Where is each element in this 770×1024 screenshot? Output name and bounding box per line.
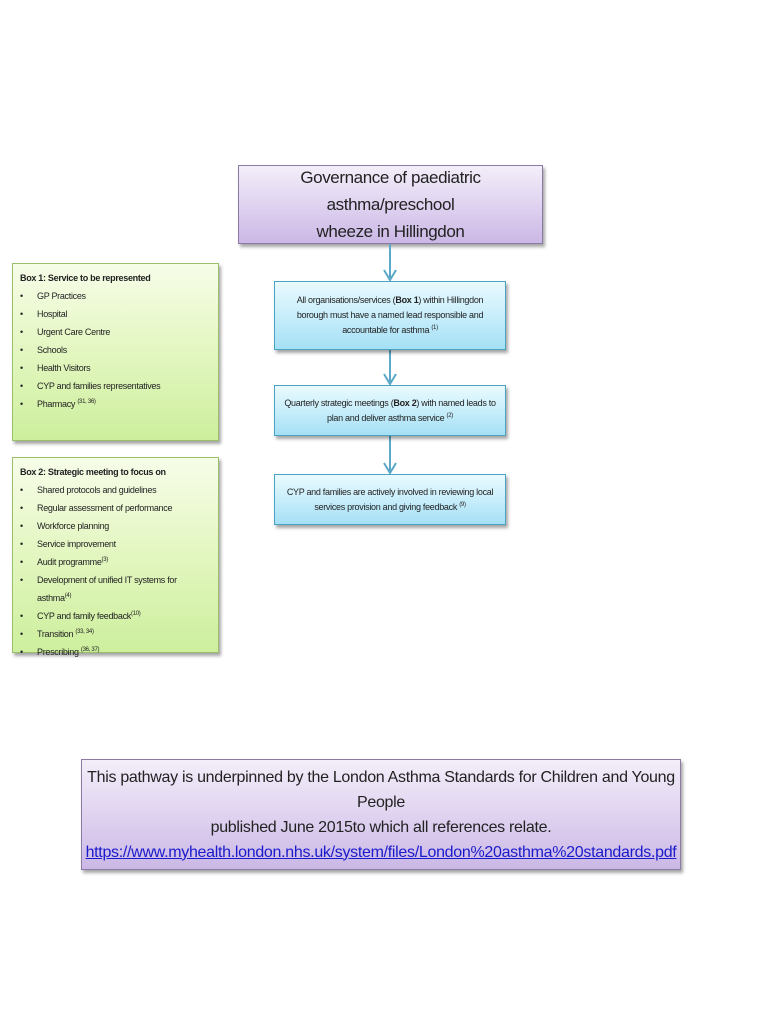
reference-number: (36, 37) [80, 647, 100, 653]
arrowhead-2 [383, 373, 397, 386]
bullet-icon: • [20, 327, 23, 337]
list-item: •Urgent Care Centre [20, 323, 211, 341]
bullet-icon: • [20, 291, 23, 301]
list-item: •Transition (33, 34) [20, 625, 211, 643]
title-box: Governance of paediatric asthma/preschoo… [238, 165, 543, 244]
box-1-list: •GP Practices •Hospital •Urgent Care Cen… [20, 287, 211, 413]
step-3-text: CYP and families are actively involved i… [286, 486, 494, 512]
reference-number: (9) [459, 501, 466, 508]
reference-number: (4) [64, 593, 72, 599]
list-item: •Development of unified IT systems for a… [20, 571, 211, 607]
box-2-strategic-focus: Box 2: Strategic meeting to focus on •Sh… [12, 457, 219, 657]
bullet-icon: • [20, 575, 23, 585]
reference-number: (33, 34) [75, 629, 94, 635]
box-1-reference: Box 1 [395, 295, 419, 305]
reference-number: (3) [101, 557, 109, 563]
footer-line-2: published June 2015to which all referenc… [210, 818, 552, 836]
reference-number: (10) [131, 611, 141, 617]
box-2-heading: Box 2: Strategic meeting to focus on [20, 467, 166, 477]
bullet-icon: • [20, 647, 23, 657]
list-item: •Shared protocols and guidelines [20, 481, 211, 499]
arrowhead-1 [383, 269, 397, 282]
bullet-icon: • [20, 539, 23, 549]
list-item: •Service improvement [20, 535, 211, 553]
bullet-icon: • [20, 363, 23, 373]
title-line-1: Governance of paediatric asthma/preschoo… [300, 168, 481, 214]
reference-number: (2) [446, 412, 454, 419]
box-2-reference: Box 2 [393, 397, 417, 408]
box-1-services: Box 1: Service to be represented •GP Pra… [12, 263, 219, 441]
bullet-icon: • [20, 521, 23, 531]
title-line-2: wheeze in Hillingdon [316, 222, 465, 241]
step-2-text: Quarterly strategic meetings (Box 2) wit… [284, 397, 496, 423]
step-box-named-lead: All organisations/services (Box 1) withi… [274, 281, 506, 350]
list-item: •CYP and family feedback(10) [20, 607, 211, 625]
bullet-icon: • [20, 485, 23, 495]
bullet-icon: • [20, 381, 23, 391]
box-1-heading: Box 1: Service to be represented [20, 273, 151, 283]
list-item: •Workforce planning [20, 517, 211, 535]
list-item: •Regular assessment of performance [20, 499, 211, 517]
arrowhead-3 [383, 462, 397, 475]
bullet-icon: • [20, 503, 23, 513]
list-item: •CYP and families representatives [20, 377, 211, 395]
bullet-icon: • [20, 345, 23, 355]
footer-line-1: This pathway is underpinned by the Londo… [87, 768, 675, 811]
box-2-list: •Shared protocols and guidelines •Regula… [20, 481, 211, 661]
step-box-cyp-feedback: CYP and families are actively involved i… [274, 474, 506, 525]
list-item: •Pharmacy (31, 36) [20, 395, 211, 413]
bullet-icon: • [20, 309, 23, 319]
reference-number: (31, 36) [77, 399, 96, 405]
standards-pdf-link[interactable]: https://www.myhealth.london.nhs.uk/syste… [85, 843, 677, 861]
list-item: •Prescribing (36, 37) [20, 643, 211, 661]
footer-standards-note: This pathway is underpinned by the Londo… [81, 759, 681, 870]
list-item: •GP Practices [20, 287, 211, 305]
bullet-icon: • [20, 611, 23, 621]
list-item: •Hospital [20, 305, 211, 323]
reference-number: (1) [431, 325, 438, 331]
list-item: •Audit programme(3) [20, 553, 211, 571]
bullet-icon: • [20, 399, 23, 409]
list-item: •Health Visitors [20, 359, 211, 377]
step-1-text: All organisations/services (Box 1) withi… [296, 295, 484, 335]
bullet-icon: • [20, 629, 23, 639]
list-item: •Schools [20, 341, 211, 359]
bullet-icon: • [20, 557, 23, 567]
step-box-quarterly-meetings: Quarterly strategic meetings (Box 2) wit… [274, 385, 506, 436]
